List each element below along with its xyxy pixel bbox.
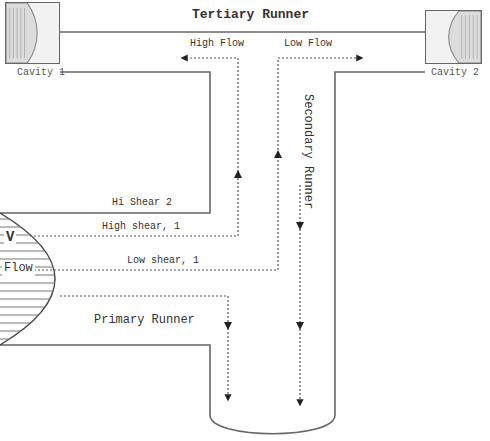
profile-hatch <box>0 283 55 284</box>
profile-hatch <box>0 259 50 260</box>
profile-hatch <box>0 299 50 300</box>
velocity-symbol: V <box>4 229 16 245</box>
flow-label: Low Flow <box>282 38 334 50</box>
runner-title: Tertiary Runner <box>190 8 311 23</box>
profile-hatch <box>0 315 39 316</box>
profile-hatch <box>0 291 53 292</box>
flow-label: High Flow <box>188 38 246 50</box>
runner-name: Secondary Runner <box>300 92 314 211</box>
flow-arrowheads <box>224 150 304 330</box>
shear-label: Low shear, 1 <box>125 255 201 267</box>
shear-label: Hi Shear 2 <box>110 197 174 209</box>
shear-label: High shear, 1 <box>100 221 182 233</box>
cavity-outline <box>5 2 60 64</box>
profile-hatch <box>0 323 31 324</box>
cavity: Cavity 1 <box>5 2 65 78</box>
profile-hatch <box>0 227 21 228</box>
profile-hatch <box>0 251 45 252</box>
cavity-outline <box>425 10 482 64</box>
runner-name: Primary Runner <box>92 314 197 328</box>
profile-hatch <box>0 219 10 220</box>
flow-direction: Flow <box>2 262 35 276</box>
cavity-label: Cavity 2 <box>425 67 482 78</box>
velocity-profile <box>0 213 55 345</box>
profile-hatch <box>0 307 45 308</box>
runner-walls <box>0 32 425 434</box>
profile-hatch <box>0 339 10 340</box>
cavity: Cavity 2 <box>425 10 482 78</box>
cavity-fill-front <box>426 11 481 63</box>
profile-hatch <box>0 331 21 332</box>
flow-paths <box>30 58 362 405</box>
cavity-label: Cavity 1 <box>5 67 65 78</box>
cavity-fill-front <box>6 3 59 63</box>
